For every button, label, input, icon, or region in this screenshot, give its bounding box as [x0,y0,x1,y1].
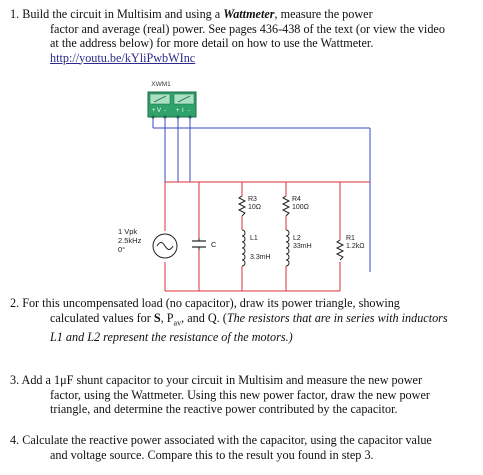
ac-voltage-source[interactable]: 1 Vpk 2.5kHz 0° [118,227,178,259]
r4-value: 100Ω [292,204,309,211]
r4-name: R4 [292,196,301,203]
q4-line2: and voltage source. Compare this to the … [50,447,374,462]
av-subscript: av [173,317,182,327]
r1-value: 1.2kΩ [346,243,364,250]
question-2: 2. For this uncompensated load (no capac… [10,296,472,345]
circuit-wires [164,181,370,292]
wattmeter-wires [152,117,371,272]
apparent-power-symbol: S [153,310,161,325]
capacitor-c[interactable]: C [192,238,217,250]
l1-value: 3.3mH [250,254,271,261]
l2-name: L2 [293,235,301,242]
q2-line3: L1 and L2 represent the resistance of th… [50,330,293,345]
inductor-l1[interactable]: L1 3.3mH [241,229,271,267]
q2-line1: 2. For this uncompensated load (no capac… [10,296,400,310]
wattmeter-v-label: V [157,108,161,114]
wattmeter-plus-v: + [152,108,156,114]
r1-name: R1 [346,235,355,242]
q3-line3: triangle, and determine the reactive pow… [50,402,398,416]
source-phase: 0° [118,245,125,254]
question-3: 3. Add a 1μF shunt capacitor to your cir… [10,373,472,417]
wattmeter-plus-i: + [176,108,180,114]
question-1: 1. Build the circuit in Multisim and usi… [10,7,472,65]
r3-name: R3 [248,196,257,203]
wattmeter-emphasis: Wattmeter [223,7,275,21]
l1-name: L1 [250,235,258,242]
l2-value: 33mH [293,243,312,250]
r3-value: 10Ω [248,204,261,211]
q3-line2: factor, using the Wattmeter. Using this … [50,387,430,402]
source-amp: 1 Vpk [118,227,137,236]
video-link[interactable]: http://youtu.be/kYliPwbWInc [50,50,196,65]
q1-line3: at the address below) for more detail on… [50,36,374,50]
wattmeter-i-label: I [182,108,184,114]
q1-line1: 1. Build the circuit in Multisim and usi… [10,7,373,21]
resistor-r3[interactable]: R3 10Ω [237,195,261,217]
wattmeter-label: XWM1 [151,81,171,88]
wattmeter[interactable]: + V - + I - [147,91,197,119]
inductor-l2[interactable]: L2 33mH [285,229,312,267]
resistor-r4[interactable]: R4 100Ω [281,195,309,217]
source-freq: 2.5kHz [118,236,142,245]
capacitor-label: C [211,240,217,249]
q1-line2: factor and average (real) power. See pag… [50,21,445,36]
q2-line2: calculated values for S, Pav, and Q. (Th… [50,310,448,327]
q4-line1: 4. Calculate the reactive power associat… [10,433,432,447]
resistor-r1[interactable]: R1 1.2kΩ [335,235,364,261]
question-4: 4. Calculate the reactive power associat… [10,433,472,462]
wattmeter-minus-i: - [188,108,190,114]
q3-line1: 3. Add a 1μF shunt capacitor to your cir… [10,373,423,387]
wattmeter-minus-v: - [164,108,166,114]
